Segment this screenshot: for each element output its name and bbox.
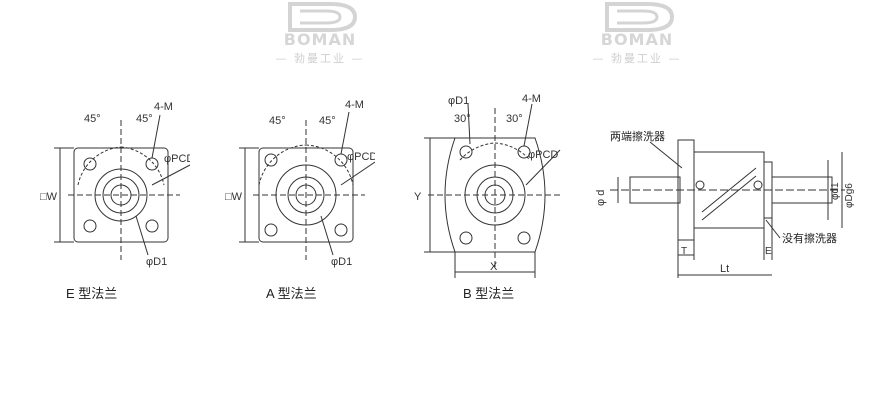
b-flange-drawing: φD1 4-M 30° 30° φPCD Y X bbox=[414, 93, 561, 278]
angle-label: 30° bbox=[454, 113, 471, 125]
pcd-label: φPCD bbox=[528, 149, 558, 161]
mounting-hole bbox=[517, 231, 531, 245]
no-wiper-label: 没有擦洗器 bbox=[782, 231, 837, 245]
watermark-sub: — 勃曼工业 — bbox=[275, 52, 365, 65]
x-label: X bbox=[490, 261, 498, 273]
boman-logo-left: BOMAN — 勃曼工业 — bbox=[260, 0, 380, 70]
e-label: E bbox=[765, 246, 772, 257]
mounting-hole bbox=[264, 223, 278, 237]
mounting-hole bbox=[83, 157, 97, 171]
mounting-hole bbox=[145, 157, 159, 171]
d1-label: φD1 bbox=[331, 256, 352, 268]
e-flange-caption: E 型法兰 bbox=[66, 286, 118, 301]
mounting-hole bbox=[83, 219, 97, 233]
mounting-hole bbox=[459, 231, 473, 245]
pcd-label: φPCD bbox=[347, 151, 375, 163]
w-label: □W bbox=[225, 191, 243, 203]
b-flange-caption: B 型法兰 bbox=[463, 286, 515, 301]
y-label: Y bbox=[414, 191, 422, 203]
wiper-both-label: 两端擦洗器 bbox=[610, 129, 665, 143]
d1-label: φD1 bbox=[146, 256, 167, 268]
e-flange-drawing: 45° 45° 4-M φPCD φD1 □W bbox=[40, 101, 190, 268]
dg6-label: φDg6 bbox=[844, 183, 855, 208]
side-view-drawing: 两端擦洗器 没有擦洗器 φ d φd1 φDg6 T E Lt bbox=[595, 129, 855, 278]
holes-label: 4-M bbox=[154, 101, 173, 113]
a-flange-caption: A 型法兰 bbox=[266, 286, 317, 301]
angle-label: 30° bbox=[506, 113, 523, 125]
watermark-sub: — 勃曼工业 — bbox=[592, 52, 682, 65]
mounting-hole bbox=[459, 145, 473, 159]
holes-label: 4-M bbox=[522, 93, 541, 105]
angle-label: 45° bbox=[136, 113, 153, 125]
holes-label: 4-M bbox=[345, 99, 364, 111]
d1v-label: φd1 bbox=[830, 182, 841, 200]
mounting-hole bbox=[334, 153, 348, 167]
angle-label: 45° bbox=[319, 115, 336, 127]
t-label: T bbox=[681, 246, 687, 257]
w-label: □W bbox=[40, 191, 58, 203]
d1-label: φD1 bbox=[448, 95, 469, 107]
boman-logo-right: BOMAN — 勃曼工业 — bbox=[577, 0, 697, 70]
boman-emblem-icon bbox=[605, 1, 675, 32]
watermark-brand: BOMAN bbox=[600, 30, 674, 49]
mounting-hole bbox=[264, 153, 278, 167]
d-label: φ d bbox=[595, 190, 607, 206]
pcd-label: φPCD bbox=[164, 153, 190, 165]
angle-label: 45° bbox=[84, 113, 101, 125]
mounting-hole bbox=[145, 219, 159, 233]
angle-label: 45° bbox=[269, 115, 286, 127]
watermark-brand: BOMAN bbox=[283, 30, 357, 49]
a-flange-drawing: 45° 45° 4-M φPCD φD1 □W bbox=[225, 99, 375, 268]
nut-bolt bbox=[695, 180, 705, 190]
boman-emblem-icon bbox=[288, 1, 358, 32]
lt-label: Lt bbox=[720, 263, 729, 275]
mounting-hole bbox=[334, 223, 348, 237]
nut-bolt bbox=[753, 180, 763, 190]
